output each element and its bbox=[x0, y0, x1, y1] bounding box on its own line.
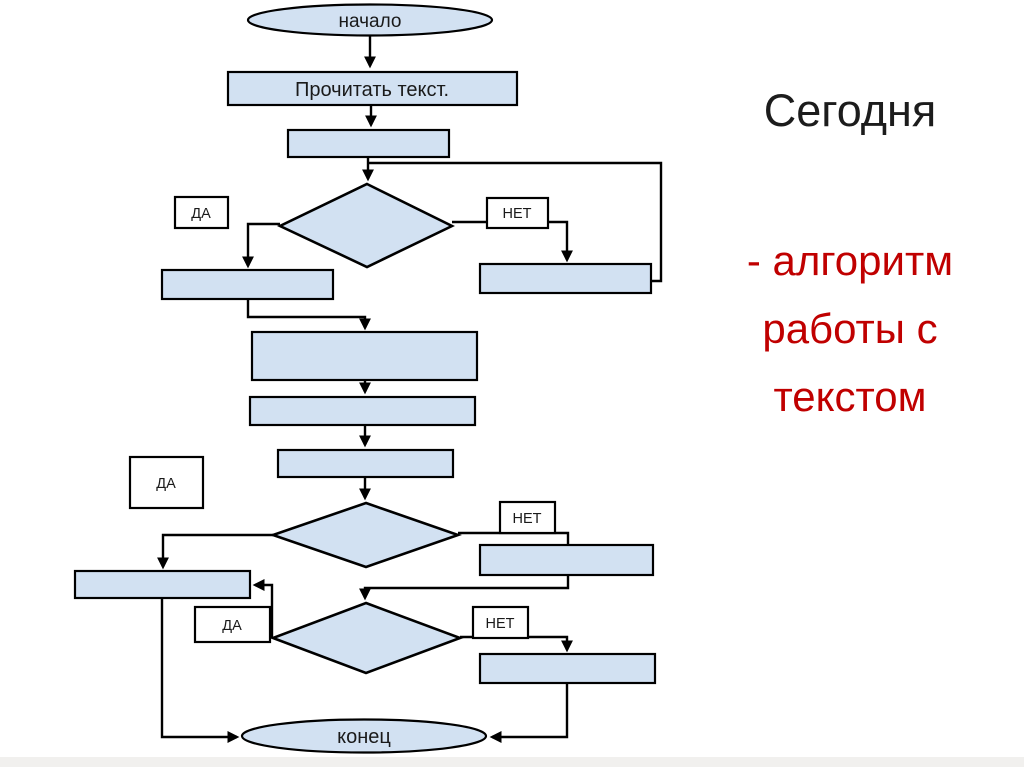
process-empty-1 bbox=[286, 128, 451, 159]
start-label: начало bbox=[339, 11, 402, 32]
connector-decision3-yes-loop bbox=[252, 579, 274, 638]
read-text-label: Прочитать текст. bbox=[295, 79, 449, 101]
process-yes-1 bbox=[160, 268, 335, 301]
slide-subtitle: - алгоритм работы с текстом bbox=[700, 227, 1000, 431]
process-no-2 bbox=[478, 543, 655, 577]
process-yes-2 bbox=[73, 569, 252, 600]
no-label-box-2 bbox=[498, 500, 557, 535]
connector-decision2-yes bbox=[157, 533, 273, 570]
connector-feedback-loop1 bbox=[368, 161, 663, 283]
end-terminator bbox=[240, 718, 488, 754]
subtitle-line: работы с bbox=[762, 305, 938, 352]
subtitle-line: текстом bbox=[773, 373, 927, 420]
start-terminator bbox=[246, 3, 494, 37]
end-label: конец bbox=[337, 726, 391, 748]
no-label-box-3 bbox=[471, 605, 530, 640]
page-title: Сегодня bbox=[763, 85, 937, 136]
no-label-box-1 bbox=[485, 196, 550, 230]
decision-2 bbox=[269, 501, 462, 569]
connector-no3-end bbox=[489, 683, 569, 743]
process-read-text bbox=[226, 70, 519, 107]
yes-label-3: ДА bbox=[222, 618, 242, 634]
process-no-1 bbox=[478, 262, 653, 295]
connector-yes1-process3 bbox=[246, 299, 371, 331]
no-label-3: НЕТ bbox=[486, 616, 515, 632]
process-no-3 bbox=[478, 652, 657, 685]
decision-3 bbox=[269, 601, 464, 675]
connector-yes2-end bbox=[160, 598, 240, 743]
yes-label-2: ДА bbox=[156, 476, 176, 492]
yes-label-box-3 bbox=[193, 605, 272, 644]
yes-label-box-1 bbox=[173, 195, 230, 230]
yes-label-1: ДА bbox=[191, 206, 211, 222]
process-empty-4 bbox=[276, 448, 455, 479]
no-label-1: НЕТ bbox=[503, 206, 532, 222]
connector-decision1-yes bbox=[242, 222, 280, 269]
flowchart-diagram: начало Прочитать текст. конец ДА НЕТ ДА … bbox=[73, 3, 663, 754]
process-empty-2 bbox=[250, 330, 479, 382]
no-label-2: НЕТ bbox=[513, 511, 542, 527]
yes-label-box-2 bbox=[128, 455, 205, 510]
decision-1 bbox=[276, 182, 455, 269]
process-empty-3 bbox=[248, 395, 477, 427]
bottom-bar bbox=[0, 757, 1024, 767]
subtitle-line: - алгоритм bbox=[746, 237, 954, 284]
